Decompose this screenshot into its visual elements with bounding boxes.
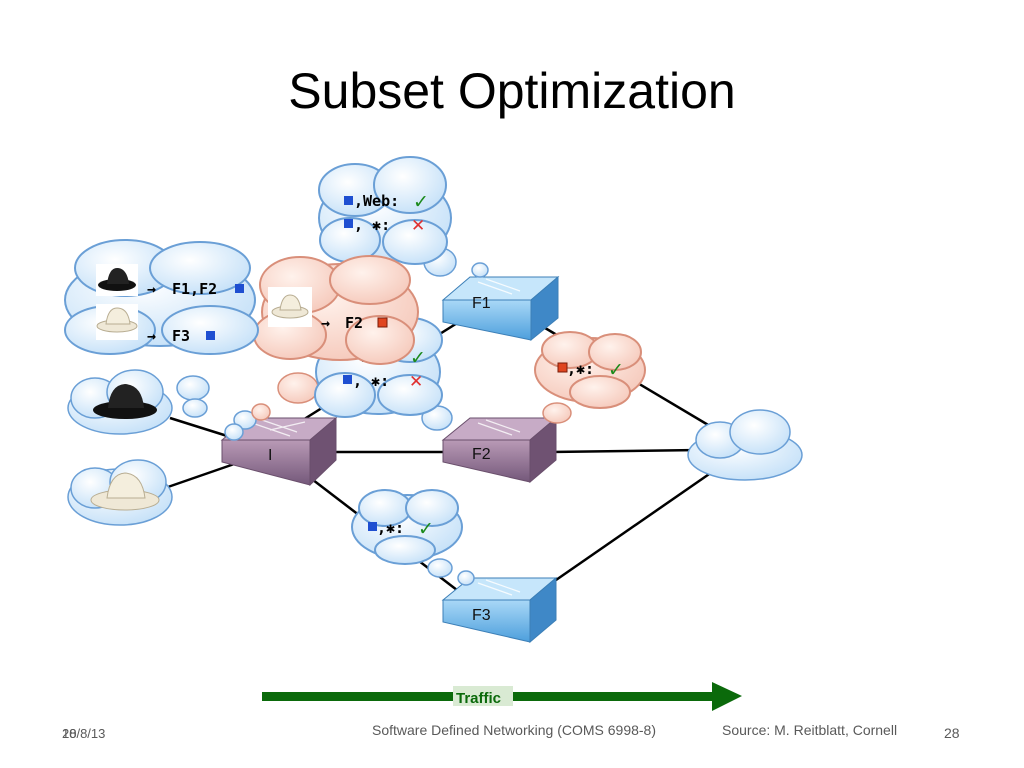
footer-source: Source: M. Reitblatt, Cornell <box>722 722 898 738</box>
blue-marker-icon <box>344 196 353 205</box>
cross-icon: ✕ <box>409 372 423 391</box>
bubble-f2-orange-rule: ,✱: ✓ <box>534 331 646 409</box>
arrow-icon: → <box>147 280 156 298</box>
blue-marker-icon <box>344 219 353 228</box>
traffic-label: Traffic <box>456 690 501 707</box>
blue-marker-icon <box>235 284 244 293</box>
switch-f1: F1 <box>441 275 560 342</box>
bubble-ingress-policy-alt: → F2 <box>253 255 419 365</box>
host-cloud-top <box>67 369 173 435</box>
white-hat-icon <box>90 472 160 511</box>
f1-rule-1-label: ,Web: <box>354 192 399 210</box>
thought-puffs-pink <box>251 372 572 424</box>
blue-marker-icon <box>206 331 215 340</box>
switch-f3-label: F3 <box>472 607 491 624</box>
primary-policy-row2: F3 <box>172 327 190 345</box>
blue-marker-icon <box>368 522 377 531</box>
check-icon: ✓ <box>608 360 624 381</box>
primary-policy-row1: F1,F2 <box>172 280 217 298</box>
white-hat-icon <box>271 294 309 319</box>
check-icon: ✓ <box>410 348 426 369</box>
arrow-icon: → <box>147 327 156 345</box>
black-hat-icon <box>93 384 157 419</box>
footer-course: Software Defined Networking (COMS 6998-8… <box>372 722 657 738</box>
cross-icon: ✕ <box>411 216 425 235</box>
destination-cloud <box>687 409 803 481</box>
switch-ingress-label: I <box>268 447 272 464</box>
footer-date-overlay-b: 10 <box>62 726 77 741</box>
link-host-bottom-to-ingress <box>164 460 241 490</box>
check-icon: ✓ <box>418 519 434 540</box>
host-cloud-bottom <box>67 459 173 526</box>
footer-page-number: 28 <box>944 725 960 741</box>
f2-rule-2-label: , ✱: <box>353 372 389 390</box>
white-hat-icon <box>96 307 138 333</box>
black-hat-icon <box>98 268 136 291</box>
bubble-ingress-policy: → F1,F2 → F3 <box>64 239 259 355</box>
switch-f3: F3 <box>441 576 558 644</box>
arrow-icon: → <box>321 314 330 332</box>
traffic-arrow: Traffic <box>262 682 742 711</box>
footer-date-overlay-a: 28 <box>62 726 77 741</box>
link-f3-to-dest <box>529 468 716 600</box>
footer-date-rest: /8/13 <box>76 726 106 741</box>
slide-title: Subset Optimization <box>288 63 736 119</box>
orange-marker-icon <box>557 362 568 373</box>
switch-f2-label: F2 <box>472 446 491 463</box>
alt-policy-target: F2 <box>345 314 363 332</box>
f3-rule-label: ,✱: <box>377 519 404 537</box>
switch-f2: F2 <box>441 416 558 484</box>
bubble-f3-rules: ,✱: ✓ <box>351 489 463 565</box>
check-icon: ✓ <box>413 192 429 213</box>
footer-date: 28 10 /8/13 <box>62 726 105 741</box>
switch-f1-label: F1 <box>472 295 491 312</box>
f2-orange-rule-label: ,✱: <box>567 360 594 378</box>
orange-marker-icon <box>377 317 388 328</box>
bubble-f1-rules: ,Web: ✓ , ✱: ✕ <box>318 156 452 265</box>
blue-marker-icon <box>343 375 352 384</box>
f1-rule-2-label: , ✱: <box>354 216 390 234</box>
link-f2-to-dest <box>549 448 701 454</box>
